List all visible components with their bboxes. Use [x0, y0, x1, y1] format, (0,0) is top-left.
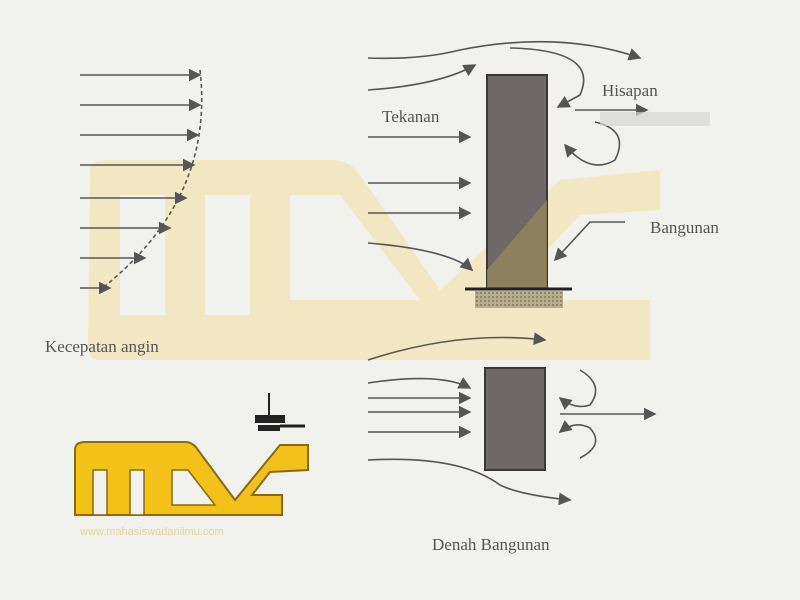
velocity-profile: [80, 68, 203, 295]
suction-label: Hisapan: [602, 81, 658, 100]
pressure-label: Tekanan: [382, 107, 440, 126]
logo-website: www.mahasiswadanilmu.com: [79, 526, 224, 538]
plan-flow-lines: [367, 332, 657, 506]
velocity-label: Kecepatan angin: [45, 337, 159, 356]
foundation: [475, 291, 563, 308]
watermark-logo: [88, 160, 660, 360]
plan-label: Denah Bangunan: [432, 535, 550, 554]
mac-logo: www.mahasiswadanilmu.com: [74, 393, 309, 538]
section-flow-lines: [367, 40, 649, 272]
building-label: Bangunan: [650, 218, 719, 237]
building-plan: [484, 367, 546, 471]
velocity-envelope: [99, 69, 203, 291]
